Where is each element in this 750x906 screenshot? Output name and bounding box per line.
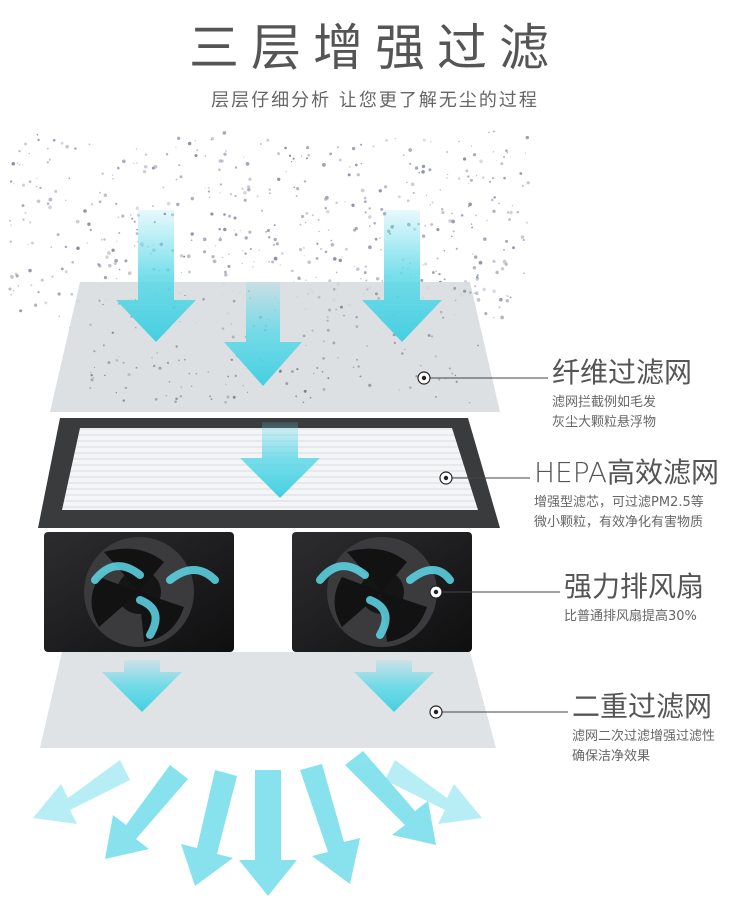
callout-lines (424, 377, 568, 713)
fan-swirl-arrows (91, 562, 454, 639)
dispersal-arrows (33, 751, 482, 896)
label-desc-line: 增强型滤芯，可过滤PM2.5等 (534, 494, 704, 510)
arrow-down-1 (116, 210, 196, 342)
page-title: 三层增强过滤 (189, 19, 561, 77)
label-title: 二重过滤网 (572, 690, 713, 723)
label-exhaust-fan: 强力排风扇 比普通排风扇提高30% (564, 570, 705, 627)
label-title: HEPA高效滤网 (534, 456, 719, 489)
label-fiber-filter: 纤维过滤网 滤网拦截例如毛发 灰尘大颗粒悬浮物 (552, 356, 693, 433)
airflow-arrows (102, 210, 442, 712)
arrow-down-6 (354, 660, 434, 712)
label-desc-line: 微小颗粒，有效净化有害物质 (534, 514, 704, 530)
label-desc-line: 灰尘大颗粒悬浮物 (552, 414, 657, 430)
label-desc-line: 比普通排风扇提高30% (564, 608, 697, 624)
arrow-down-5 (102, 660, 182, 712)
page-subtitle: 层层仔细分析 让您更了解无尘的过程 (211, 90, 539, 111)
label-title: 纤维过滤网 (552, 356, 693, 389)
label-secondary-filter: 二重过滤网 滤网二次过滤增强过滤性 确保洁净效果 (572, 690, 716, 767)
secondary-filter-sheet (40, 652, 496, 748)
label-hepa-filter: HEPA高效滤网 增强型滤芯，可过滤PM2.5等 微小颗粒，有效净化有害物质 (534, 456, 719, 533)
exhaust-fan-left (44, 532, 234, 652)
arrow-down-4 (240, 422, 320, 498)
label-desc-line: 滤网二次过滤增强过滤性 (572, 728, 716, 744)
label-desc-line: 滤网拦截例如毛发 (552, 394, 657, 410)
arrow-down-2 (224, 282, 302, 386)
label-title: 强力排风扇 (564, 570, 705, 603)
label-desc-line: 确保洁净效果 (572, 748, 651, 764)
arrow-down-3 (362, 210, 442, 342)
